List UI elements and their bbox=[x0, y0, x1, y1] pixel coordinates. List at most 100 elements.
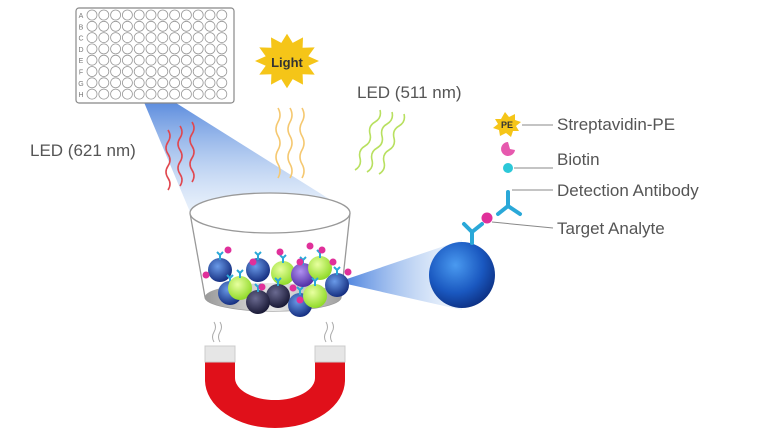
light-beam-bead bbox=[338, 240, 462, 310]
plate-well bbox=[204, 66, 216, 77]
plate-well bbox=[192, 43, 204, 55]
yellow-light-waves-icon bbox=[275, 107, 305, 179]
pe-icon bbox=[493, 112, 521, 137]
target-analyte-label: Target Analyte bbox=[557, 219, 665, 238]
red-led-waves-icon bbox=[165, 121, 195, 191]
plate-well bbox=[157, 32, 169, 43]
analyte-dot bbox=[344, 268, 352, 276]
plate-well bbox=[204, 20, 216, 32]
plate-well bbox=[133, 43, 145, 55]
analyte-dot bbox=[202, 271, 210, 279]
plate-well bbox=[145, 9, 157, 21]
plate-well bbox=[204, 43, 216, 55]
plate-well bbox=[180, 9, 192, 21]
analyte-dot bbox=[289, 284, 297, 292]
plate-well bbox=[98, 32, 110, 43]
plate-well bbox=[122, 77, 133, 89]
plate-well bbox=[204, 9, 216, 21]
plate-well bbox=[204, 88, 216, 100]
plate-well bbox=[157, 66, 169, 77]
detection-antibody-label: Detection Antibody bbox=[557, 181, 699, 200]
plate-well bbox=[133, 77, 145, 89]
plate-well bbox=[216, 66, 228, 77]
light-sun-icon: Light bbox=[255, 33, 319, 89]
plate-well bbox=[122, 20, 133, 32]
plate-well bbox=[157, 77, 169, 89]
plate-well bbox=[216, 32, 228, 43]
analyte-dot bbox=[296, 296, 304, 304]
biotin-label: Biotin bbox=[557, 150, 600, 169]
plate-well bbox=[122, 54, 133, 66]
plate-well bbox=[169, 54, 181, 66]
plate-well bbox=[216, 9, 228, 21]
plate-well bbox=[110, 20, 121, 32]
plate-row-label: F bbox=[79, 70, 83, 77]
plate-well bbox=[86, 32, 98, 43]
plate-well bbox=[169, 88, 181, 100]
plate-well bbox=[216, 20, 228, 32]
green-led-waves-icon bbox=[354, 109, 406, 175]
plate-well bbox=[216, 43, 228, 55]
plate-well bbox=[122, 43, 133, 55]
plate-row-label: C bbox=[78, 36, 83, 43]
plate-well bbox=[133, 54, 145, 66]
capture-antibody-icon bbox=[462, 222, 484, 245]
plate-well bbox=[110, 43, 121, 55]
plate-well bbox=[169, 43, 181, 55]
microsphere bbox=[266, 284, 290, 308]
pe-label: PE bbox=[501, 120, 513, 130]
plate-well bbox=[86, 54, 98, 66]
plate-well bbox=[98, 66, 110, 77]
plate-well bbox=[133, 88, 145, 100]
plate-well bbox=[122, 66, 133, 77]
plate-well bbox=[110, 77, 121, 89]
plate-well bbox=[145, 77, 157, 89]
plate-well bbox=[169, 9, 181, 21]
plate-well bbox=[98, 9, 110, 21]
plate-row-label: E bbox=[79, 58, 84, 65]
plate-well bbox=[192, 88, 204, 100]
plate-well bbox=[86, 20, 98, 32]
plate-well bbox=[122, 9, 133, 21]
plate-well bbox=[192, 54, 204, 66]
capture-bead bbox=[429, 242, 495, 308]
plate-well bbox=[86, 88, 98, 100]
plate-row-label: H bbox=[78, 92, 83, 99]
analyte-dot bbox=[329, 258, 337, 266]
plate-well bbox=[133, 20, 145, 32]
bead-cluster bbox=[202, 242, 352, 317]
plate-row-label: A bbox=[79, 13, 84, 20]
plate-well bbox=[180, 77, 192, 89]
plate-row-label: B bbox=[79, 24, 84, 31]
plate-well bbox=[145, 66, 157, 77]
plate-well bbox=[157, 20, 169, 32]
plate-well bbox=[192, 9, 204, 21]
plate-well bbox=[192, 66, 204, 77]
plate-well bbox=[216, 54, 228, 66]
plate-well bbox=[216, 88, 228, 100]
plate-well bbox=[216, 77, 228, 89]
plate-well bbox=[145, 54, 157, 66]
well-cup bbox=[189, 192, 352, 317]
led-511-label: LED (511 nm) bbox=[357, 83, 462, 102]
plate-well bbox=[133, 9, 145, 21]
plate-well bbox=[86, 43, 98, 55]
analyte-dot bbox=[318, 246, 326, 254]
plate-well bbox=[180, 54, 192, 66]
plate-well bbox=[145, 43, 157, 55]
plate-well bbox=[204, 32, 216, 43]
plate-well bbox=[204, 54, 216, 66]
target-analyte-icon bbox=[481, 212, 493, 224]
biotin-icon bbox=[503, 163, 513, 173]
light-label: Light bbox=[271, 55, 303, 70]
plate-well bbox=[157, 54, 169, 66]
plate-row-label: G bbox=[78, 81, 83, 88]
plate-well bbox=[169, 32, 181, 43]
microsphere bbox=[308, 256, 332, 280]
leader-lines bbox=[491, 124, 554, 229]
plate-well bbox=[110, 9, 121, 21]
analyte-dot bbox=[224, 246, 232, 254]
